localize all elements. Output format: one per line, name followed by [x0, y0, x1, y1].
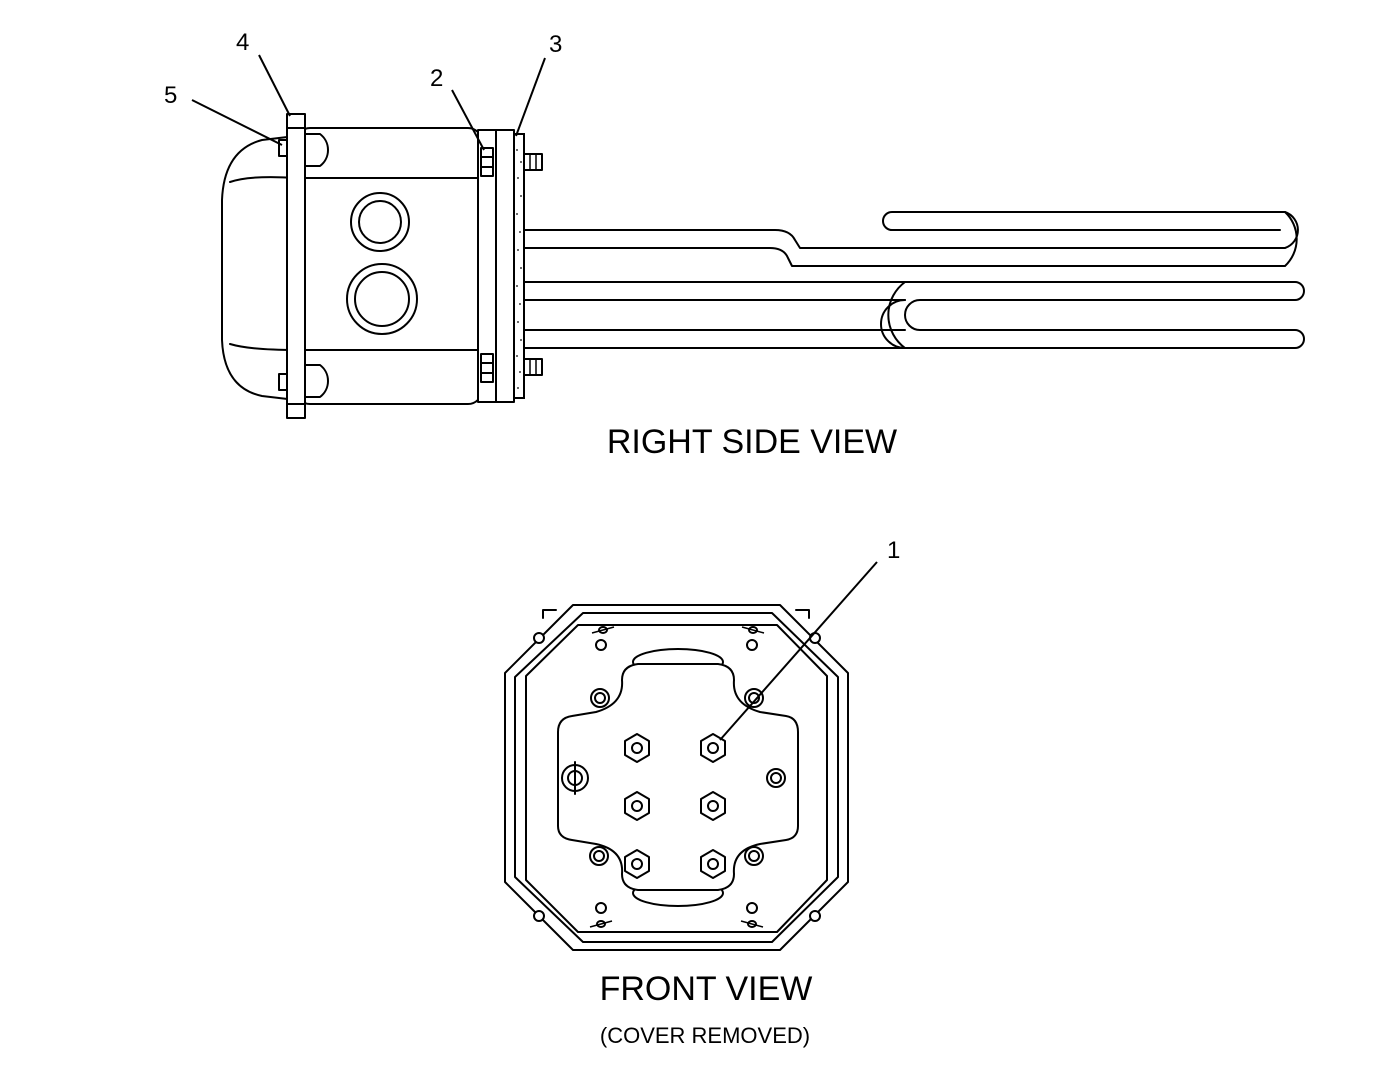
heating-elements [524, 211, 1305, 349]
front-view: 1 FRONT VIEW (COVER REMOVED) [504, 537, 900, 1048]
flange-nut [480, 147, 494, 177]
callout-4: 4 [236, 29, 249, 56]
front-view-title: FRONT VIEW [600, 970, 813, 1008]
callout-2: 2 [430, 65, 443, 92]
gasket [513, 133, 525, 399]
terminal-nut [624, 791, 650, 821]
leader-line-1 [719, 561, 878, 741]
callout-1: 1 [887, 537, 900, 564]
terminal-nut [624, 733, 650, 763]
terminal-nuts [624, 733, 726, 879]
cover-screw-holes [533, 632, 821, 922]
terminal-housing [221, 127, 483, 405]
conduit-opening-large [346, 263, 418, 335]
ground-lug [561, 761, 589, 795]
leader-line-4 [258, 54, 291, 117]
callout-5: 5 [164, 82, 177, 109]
leader-line-2 [451, 89, 485, 151]
callout-3: 3 [549, 31, 562, 58]
leader-line-3 [515, 57, 546, 137]
gasket-texture [516, 149, 522, 389]
cover-screw [278, 373, 288, 391]
front-view-subtitle: (COVER REMOVED) [600, 1023, 810, 1048]
leader-line-5 [191, 99, 283, 146]
mounting-screws [589, 688, 786, 866]
cover-flange [278, 113, 306, 419]
terminal-nut [700, 791, 726, 821]
right-side-view: 5 4 2 3 RIGHT SIDE VIEW [164, 29, 1305, 461]
flange-stud [523, 153, 543, 171]
flange-stud [523, 358, 543, 376]
right-side-view-title: RIGHT SIDE VIEW [607, 423, 897, 461]
mounting-flange [477, 129, 543, 403]
wire-clips [589, 626, 765, 928]
flange-nut [480, 353, 494, 383]
terminal-nut [700, 849, 726, 879]
terminal-nut [624, 849, 650, 879]
cover-screw [278, 139, 288, 157]
terminal-nut-callout-1 [700, 733, 726, 763]
